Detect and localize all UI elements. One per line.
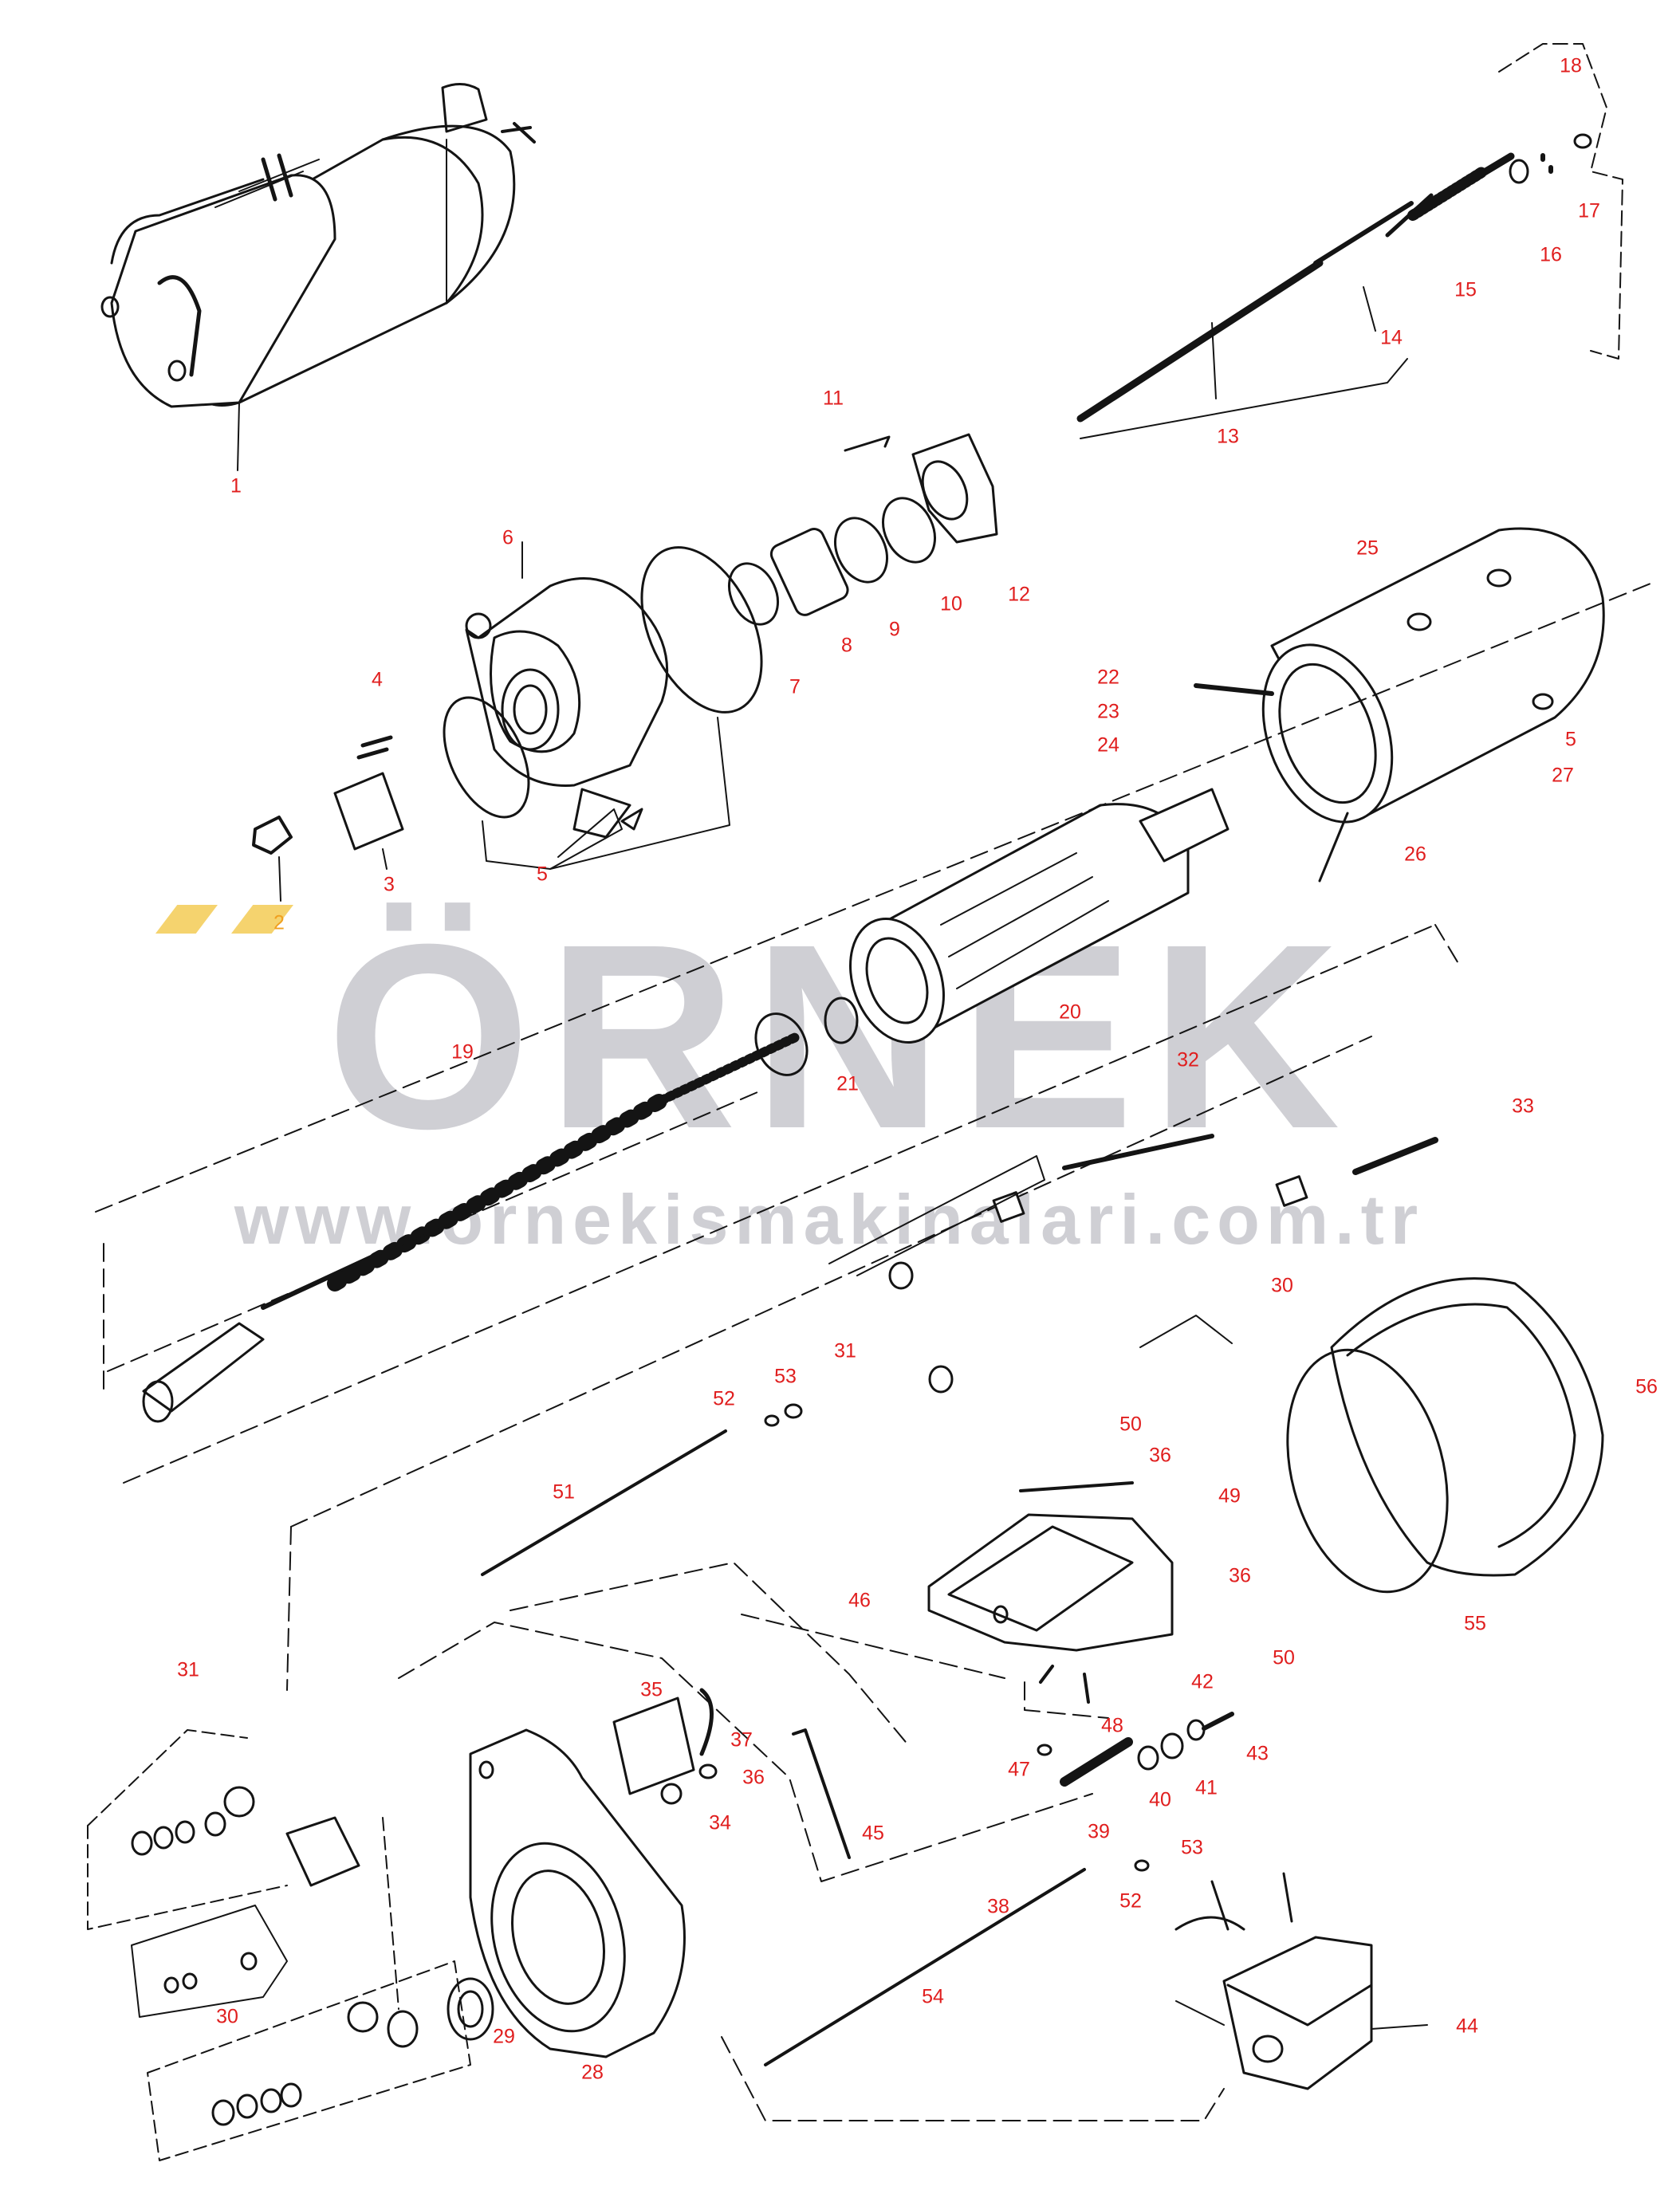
part-switch	[1174, 1872, 1428, 2090]
callout-16: 16	[1540, 243, 1562, 266]
callout-52a: 52	[713, 1387, 735, 1410]
part-band-cover	[1286, 1277, 1604, 1594]
callout-21: 21	[836, 1072, 859, 1095]
callout-19: 19	[451, 1040, 474, 1064]
callout-10: 10	[940, 592, 962, 615]
lower-leader-lines	[398, 1562, 1225, 2121]
part-pinion-set	[252, 735, 404, 902]
callout-2: 2	[273, 911, 285, 934]
group-leader-lines	[95, 581, 1655, 1691]
callout-32: 32	[1177, 1048, 1199, 1071]
watermark-url: www.ornekismakinalari.com.tr	[234, 1180, 1425, 1259]
part-field-frame	[1194, 527, 1605, 883]
callout-14: 14	[1380, 326, 1403, 349]
callout-50b: 50	[1273, 1646, 1295, 1669]
callout-50a: 50	[1119, 1413, 1142, 1436]
callout-44: 44	[1456, 2015, 1478, 2038]
callout-52b: 52	[1119, 1889, 1142, 1913]
callout-27: 27	[1552, 764, 1574, 787]
callout-30a: 30	[1271, 1274, 1293, 1297]
watermark-brand: ÖRNEK	[326, 889, 1356, 1183]
callout-55: 55	[1464, 1612, 1486, 1635]
callout-51: 51	[553, 1480, 575, 1504]
part-o-rings	[443, 546, 763, 870]
callout-22: 22	[1097, 666, 1119, 689]
callout-48: 48	[1101, 1714, 1123, 1737]
callout-47: 47	[1008, 1758, 1030, 1781]
callout-31a: 31	[834, 1339, 856, 1362]
callout-18: 18	[1560, 54, 1582, 77]
callout-24: 24	[1097, 733, 1119, 757]
callout-36a: 36	[1149, 1444, 1171, 1467]
part-starter-assembly	[100, 83, 536, 471]
part-armature	[824, 788, 1230, 1044]
callout-49: 49	[1218, 1484, 1241, 1508]
callout-35: 35	[640, 1678, 663, 1701]
callout-40: 40	[1149, 1788, 1171, 1811]
callout-5b: 5	[1565, 728, 1576, 751]
callout-46: 46	[848, 1589, 871, 1612]
callout-30b: 30	[216, 2005, 238, 2028]
callout-33: 33	[1512, 1095, 1534, 1118]
part-end-housing	[447, 1728, 686, 2058]
part-bearings	[728, 433, 998, 626]
callout-25: 25	[1356, 537, 1379, 560]
callout-8: 8	[841, 634, 852, 657]
callout-1: 1	[230, 474, 242, 497]
callout-11: 11	[823, 387, 844, 410]
part-terminal-block	[927, 1481, 1174, 1652]
callout-31b: 31	[177, 1658, 199, 1681]
callout-26: 26	[1404, 843, 1426, 866]
part-shaft-assembly	[1076, 43, 1623, 439]
callout-36c: 36	[742, 1766, 765, 1789]
part-small-hardware	[481, 1403, 1234, 2066]
callout-56: 56	[1635, 1375, 1658, 1398]
callout-54: 54	[922, 1985, 944, 2008]
callout-7: 7	[789, 675, 801, 698]
callout-13: 13	[1217, 425, 1239, 448]
callout-4: 4	[372, 668, 383, 691]
callout-53a: 53	[774, 1365, 797, 1388]
callout-15: 15	[1454, 278, 1477, 301]
callout-42: 42	[1191, 1670, 1214, 1693]
callout-45: 45	[862, 1822, 884, 1845]
callout-41: 41	[1195, 1776, 1218, 1799]
callout-34: 34	[709, 1811, 731, 1834]
callout-23: 23	[1097, 700, 1119, 723]
callout-43: 43	[1246, 1742, 1269, 1765]
callout-38: 38	[987, 1895, 1009, 1918]
part-nut-washer-set	[87, 1729, 471, 2161]
callout-39: 39	[1088, 1820, 1110, 1843]
callout-9: 9	[889, 618, 900, 641]
callout-36b: 36	[1229, 1564, 1251, 1587]
callout-20: 20	[1059, 1001, 1081, 1024]
callout-37: 37	[730, 1728, 753, 1752]
callout-3: 3	[384, 873, 395, 896]
callout-6: 6	[502, 526, 513, 549]
part-brush-holder-set	[828, 1134, 1438, 1394]
callout-12: 12	[1008, 583, 1030, 606]
callout-28: 28	[581, 2061, 604, 2084]
part-drive-housing	[465, 541, 669, 839]
callout-53b: 53	[1181, 1836, 1203, 1859]
callout-29: 29	[493, 2025, 515, 2048]
part-drive-assembly	[142, 1012, 809, 1423]
callout-5a: 5	[537, 863, 548, 886]
callout-17: 17	[1578, 199, 1600, 222]
